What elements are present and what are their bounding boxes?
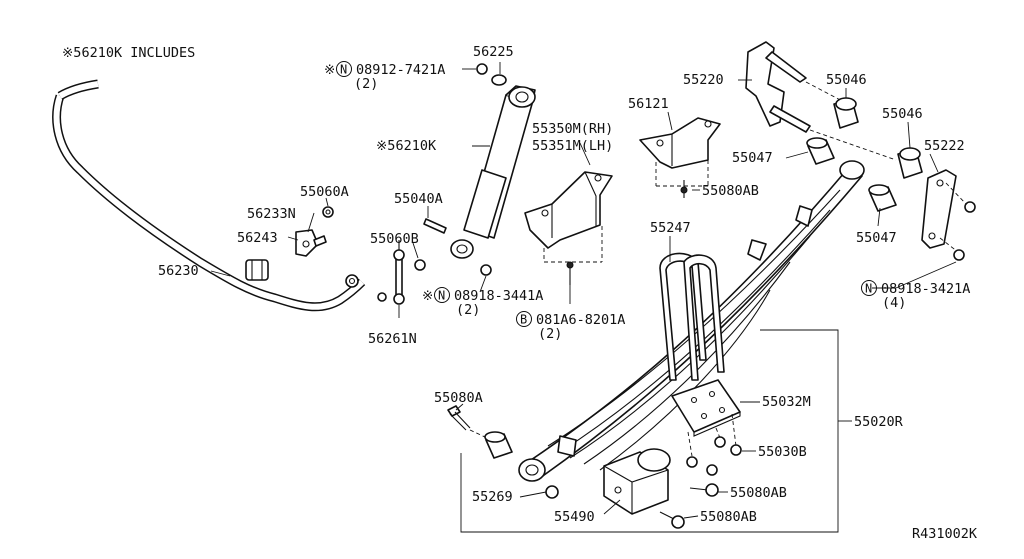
stabilizer-link-56261n xyxy=(377,240,426,305)
n-marker-08918-3421 xyxy=(861,280,877,296)
nut-55060a xyxy=(322,206,334,218)
label-55490: 55490 xyxy=(554,509,595,525)
spring-hanger-bracket-55350m xyxy=(524,171,613,285)
qty-081a6: (2) xyxy=(538,326,562,342)
bushing-55046-b xyxy=(897,147,923,179)
bump-stopper-55490 xyxy=(603,448,671,515)
label-08918-3441a: 08918-3441A xyxy=(454,288,543,304)
label-081a6-8201a: 081A6-8201A xyxy=(536,312,625,328)
stabilizer-bar xyxy=(52,79,366,312)
nut-stab-end xyxy=(345,274,359,288)
label-55040a: 55040A xyxy=(394,191,443,207)
n-letter-08912: N xyxy=(340,63,347,77)
label-56233n: 56233N xyxy=(247,206,296,222)
nuts-55030b xyxy=(686,413,742,476)
label-55080ab-bot: 55080AB xyxy=(700,509,757,525)
bracket-56121 xyxy=(639,117,721,198)
label-08912-7421a: 08912-7421A xyxy=(356,62,445,78)
qty-08918-3421: (4) xyxy=(882,295,906,311)
label-55222: 55222 xyxy=(924,138,965,154)
label-55047-a: 55047 xyxy=(732,150,773,166)
label-55080ab-top: 55080AB xyxy=(702,183,759,199)
label-55032m: 55032M xyxy=(762,394,811,410)
bushing-55047-b xyxy=(868,184,897,212)
b-letter-081a6: B xyxy=(520,313,527,327)
assembly-box-55020r xyxy=(460,329,839,533)
label-55350m: 55350M(RH) xyxy=(532,121,613,137)
label-55220: 55220 xyxy=(683,72,724,88)
n-letter-08918-3441: N xyxy=(438,289,445,303)
spring-seat-55032m xyxy=(671,379,741,437)
label-56261n: 56261N xyxy=(368,331,417,347)
label-55047-b: 55047 xyxy=(856,230,897,246)
label-55060b: 55060B xyxy=(370,231,419,247)
shackle-plate-55222 xyxy=(921,169,976,261)
u-bolt-55247 xyxy=(659,252,725,381)
b-marker-081a6 xyxy=(516,311,532,327)
n-letter-08918-3421: N xyxy=(865,282,872,296)
label-56225: 56225 xyxy=(473,44,514,60)
bolt-55080ab-mid xyxy=(689,483,719,497)
label-08918-3421a: 08918-3421A xyxy=(881,281,970,297)
label-56243: 56243 xyxy=(237,230,278,246)
bushing-55046-a xyxy=(833,97,859,129)
bushing-55047-a xyxy=(806,137,835,165)
label-55080ab-mid: 55080AB xyxy=(730,485,787,501)
includes-note: ※56210K INCLUDES xyxy=(62,45,195,61)
qty-08918-3441: (2) xyxy=(456,302,480,318)
label-55046-b: 55046 xyxy=(882,106,923,122)
shock-absorber-56210k xyxy=(423,63,536,276)
star-mark-08918-3441: ※ xyxy=(422,288,433,304)
label-56210k: ※56210K xyxy=(376,138,437,154)
shackle-55220 xyxy=(745,41,897,161)
bushing-55269 xyxy=(484,431,559,499)
diagram-reference-code: R431002K xyxy=(912,526,978,542)
label-56230: 56230 xyxy=(158,263,199,279)
bolt-55080ab-bot xyxy=(659,511,685,529)
label-55030b: 55030B xyxy=(758,444,807,460)
label-55351m: 55351M(LH) xyxy=(532,138,613,154)
n-marker-08918-3441 xyxy=(434,287,450,303)
label-55046-a: 55046 xyxy=(826,72,867,88)
n-marker-08912 xyxy=(336,61,352,77)
label-55269: 55269 xyxy=(472,489,513,505)
leader-lines xyxy=(210,62,957,519)
label-55020r: 55020R xyxy=(854,414,904,430)
label-55060a: 55060A xyxy=(300,184,349,200)
bushing-clamp-56233n xyxy=(295,229,327,257)
label-55247: 55247 xyxy=(650,220,691,236)
label-56121: 56121 xyxy=(628,96,669,112)
label-55080a: 55080A xyxy=(434,390,483,406)
qty-08912: (2) xyxy=(354,76,378,92)
star-mark-08912: ※ xyxy=(324,62,335,78)
